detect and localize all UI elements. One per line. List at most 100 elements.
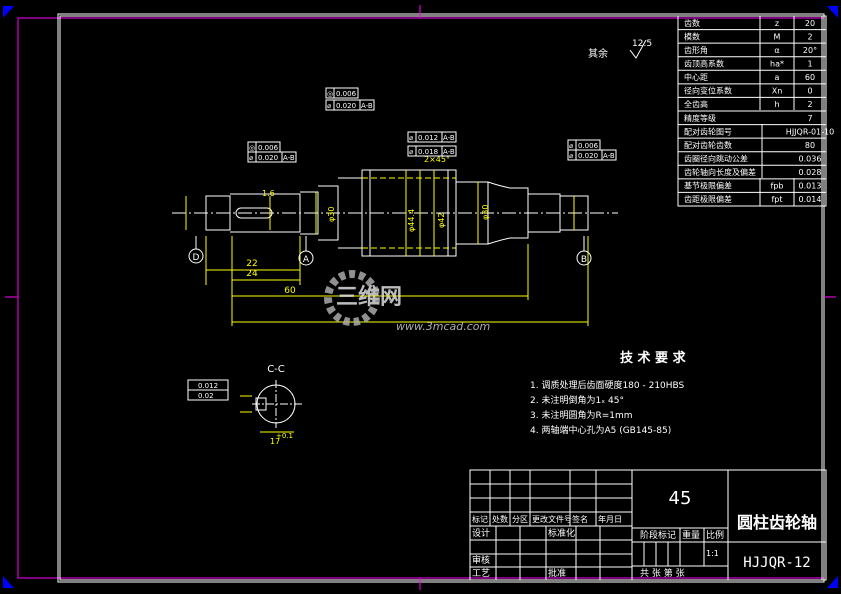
surface-roughness: 12.5	[632, 39, 652, 49]
corner-marks	[3, 6, 838, 588]
svg-text:0.020: 0.020	[258, 154, 278, 162]
param-symbol: α	[774, 46, 779, 55]
svg-text:0.020: 0.020	[336, 102, 356, 110]
svg-text:A-B: A-B	[443, 148, 455, 156]
tb-check: 审核	[472, 554, 490, 566]
param-symbol: fpt	[771, 195, 782, 204]
svg-text:0.020: 0.020	[578, 152, 598, 160]
rev-header: 签名	[572, 514, 588, 524]
param-value: 7	[807, 114, 812, 123]
param-value: 0.036	[799, 154, 822, 163]
svg-text:A-B: A-B	[361, 102, 373, 110]
tb-process: 工艺	[472, 568, 490, 579]
svg-text:0.006: 0.006	[336, 90, 357, 98]
section-tol-1: 0.012	[198, 382, 218, 390]
param-value: 60	[805, 73, 815, 82]
watermark: 三维网 www.3mcad.com	[324, 270, 490, 333]
datum-label: B	[581, 255, 587, 265]
tb-scale-value: 1:1	[706, 549, 719, 558]
param-value: 0	[807, 87, 812, 96]
material: 45	[669, 488, 692, 509]
tb-weight: 重量	[682, 529, 700, 541]
dim-diam-b: φ44.4	[407, 209, 416, 232]
tolerance-frame: ⌀ 0.020 A-B	[247, 151, 297, 163]
tb-design: 设计	[472, 527, 490, 539]
tolerance-frame: ◎0.006	[325, 87, 359, 99]
param-name: 齿顶高系数	[684, 58, 724, 68]
tb-std: 标准化	[548, 527, 575, 539]
tech-req-item: 4. 两轴端中心孔为A5 (GB145-85)	[530, 424, 671, 436]
datum-markers	[188, 236, 592, 266]
rev-header: 标记	[472, 514, 488, 524]
param-name: 配对齿轮图号	[684, 126, 732, 136]
section-tolerance: 0.012 0.02	[187, 379, 229, 401]
drawing-title: 圆柱齿轮轴	[737, 513, 817, 532]
section-tol-2: 0.02	[198, 392, 214, 400]
svg-text:A-B: A-B	[443, 134, 455, 142]
param-name: 中心距	[684, 72, 708, 82]
tb-scale-label: 比例	[706, 529, 724, 541]
datum-label: A	[303, 255, 310, 265]
tolerance-frame: ◎0.006	[247, 141, 281, 153]
param-name: 全齿高	[684, 99, 708, 109]
param-value: 20°	[803, 46, 817, 55]
param-value: 0.013	[799, 182, 822, 191]
tolerance-frame: ⌀ 0.006	[567, 139, 601, 151]
param-symbol: ha*	[770, 59, 784, 68]
svg-text:0.006: 0.006	[578, 142, 599, 150]
param-value: 2	[807, 100, 812, 109]
param-name: 齿形角	[684, 45, 708, 55]
svg-text:⌀: ⌀	[569, 142, 573, 150]
param-symbol: z	[775, 19, 779, 28]
watermark-url: www.3mcad.com	[396, 320, 490, 333]
param-name: 精度等级	[684, 113, 716, 123]
datum-label: D	[193, 253, 200, 263]
svg-text:A-B: A-B	[283, 154, 295, 162]
roughness-symbol	[629, 39, 647, 59]
rev-header: 年月日	[598, 514, 622, 524]
param-value: 2	[807, 32, 812, 41]
param-value: 0.014	[799, 195, 822, 204]
param-value: HJJQR-01-10	[786, 127, 834, 136]
param-name: 模数	[684, 31, 700, 41]
rev-header: 分区	[512, 515, 528, 524]
svg-text:A-B: A-B	[603, 152, 615, 160]
param-name: 配对齿轮齿数	[684, 140, 732, 150]
dim-22: 22	[246, 259, 257, 269]
section-width: 17	[270, 437, 280, 446]
title-block: 标记处数分区更改文件号签名年月日 设计 标准化 审核 工艺 批准 阶段标记 重量…	[469, 469, 827, 581]
dim-60: 60	[284, 286, 296, 296]
dim-diam-d: φ30	[481, 205, 490, 220]
section-view	[240, 380, 302, 433]
svg-text:0.006: 0.006	[258, 144, 279, 152]
param-name: 齿轮轴向长度及偏差	[684, 167, 756, 177]
tech-req-item: 3. 未注明圆角为R=1mm	[530, 409, 633, 421]
param-value: 0.028	[799, 168, 822, 177]
svg-text:0.018: 0.018	[418, 148, 438, 156]
dim-diam-c: φ42	[437, 213, 446, 228]
tb-approve: 批准	[548, 567, 566, 579]
param-name: 齿数	[684, 18, 700, 28]
param-symbol: a	[775, 73, 780, 82]
svg-text:⌀: ⌀	[409, 134, 413, 142]
frame-ticks	[5, 5, 836, 590]
param-name: 齿圈径向跳动公差	[684, 153, 748, 163]
param-name: 径向变位系数	[684, 86, 732, 96]
drawing-code: HJJQR-12	[743, 555, 810, 571]
param-symbol: h	[774, 100, 779, 109]
param-name: 齿距极限偏差	[684, 194, 732, 204]
watermark-brand: 三维网	[336, 284, 402, 310]
border-frame	[59, 15, 823, 581]
svg-text:⌀: ⌀	[249, 154, 253, 162]
rev-header: 处数	[492, 514, 508, 524]
svg-text:◎: ◎	[249, 144, 255, 152]
surface-other-label: 其余	[588, 47, 608, 60]
tech-req-heading: 技 术 要 求	[620, 350, 687, 366]
tech-req-item: 2. 未注明倒角为1ₓ 45°	[530, 394, 624, 406]
param-symbol: Xn	[772, 87, 783, 96]
